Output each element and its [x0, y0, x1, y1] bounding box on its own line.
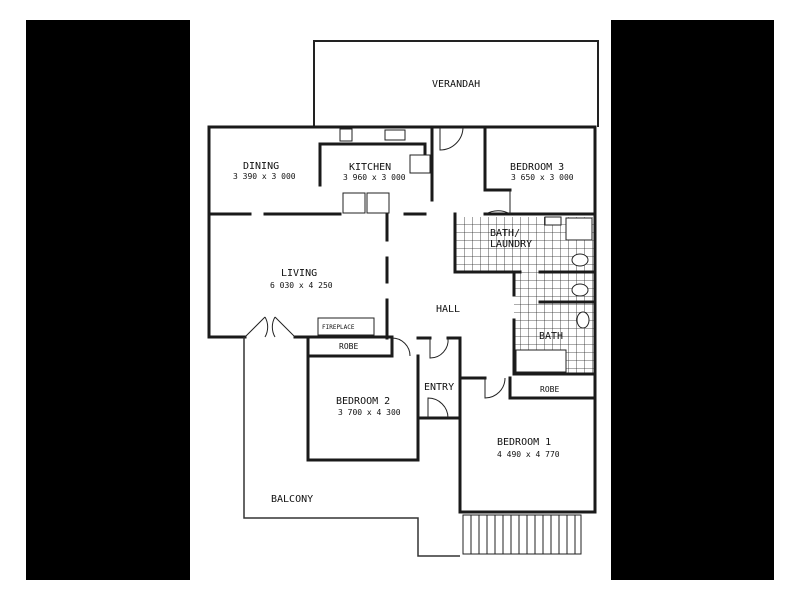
- verandah-outline: [313, 40, 599, 127]
- fireplace-hearth: [317, 317, 375, 336]
- stove-icon: [384, 129, 406, 141]
- dining-size: 3 390 x 3 000: [233, 172, 296, 181]
- robe-bedroom-1-label: ROBE: [540, 385, 559, 394]
- dining-label: DINING: [243, 161, 279, 172]
- kitchen-size: 3 960 x 3 000: [343, 173, 406, 182]
- shower-icon: [565, 217, 593, 241]
- balcony-outline: [243, 337, 460, 557]
- fireplace-label: FIREPLACE: [322, 324, 355, 331]
- kitchen-label: KITCHEN: [349, 162, 391, 173]
- bedroom-3-size: 3 650 x 3 000: [511, 173, 574, 182]
- kitchen-bench-2: [366, 192, 390, 214]
- balcony-label: BALCONY: [271, 494, 313, 505]
- entry-label: ENTRY: [424, 382, 454, 393]
- toilet-icon: [571, 253, 589, 267]
- bedroom-2-size: 3 700 x 4 300: [338, 408, 401, 417]
- basin-2-icon: [576, 311, 590, 329]
- basin-icon: [544, 216, 562, 226]
- robe-bedroom-2-label: ROBE: [339, 342, 358, 351]
- right-letterbox: [611, 20, 774, 580]
- bathtub-icon: [515, 349, 567, 373]
- bedroom-1-label: BEDROOM 1: [497, 437, 551, 448]
- bedroom-1-size: 4 490 x 4 770: [497, 450, 560, 459]
- hall-label: HALL: [436, 304, 460, 315]
- kitchen-bench: [342, 192, 366, 214]
- fixtures: [317, 128, 593, 373]
- bath-laundry-label-line1: BATH/: [490, 228, 520, 239]
- bath-laundry-label-line2: LAUNDRY: [490, 239, 532, 250]
- fridge-icon: [409, 154, 431, 174]
- living-label: LIVING: [281, 268, 317, 279]
- doors: [244, 126, 511, 419]
- sink-icon: [339, 128, 353, 142]
- left-letterbox: [26, 20, 190, 580]
- bath-label: BATH: [539, 331, 563, 342]
- verandah-label: VERANDAH: [432, 79, 480, 90]
- stairs: [462, 514, 582, 555]
- room-labels: VERANDAH DINING 3 390 x 3 000 KITCHEN 3 …: [233, 79, 574, 505]
- living-size: 6 030 x 4 250: [270, 281, 333, 290]
- toilet-2-icon: [571, 283, 589, 297]
- bedroom-3-label: BEDROOM 3: [510, 162, 564, 173]
- bedroom-2-label: BEDROOM 2: [336, 396, 390, 407]
